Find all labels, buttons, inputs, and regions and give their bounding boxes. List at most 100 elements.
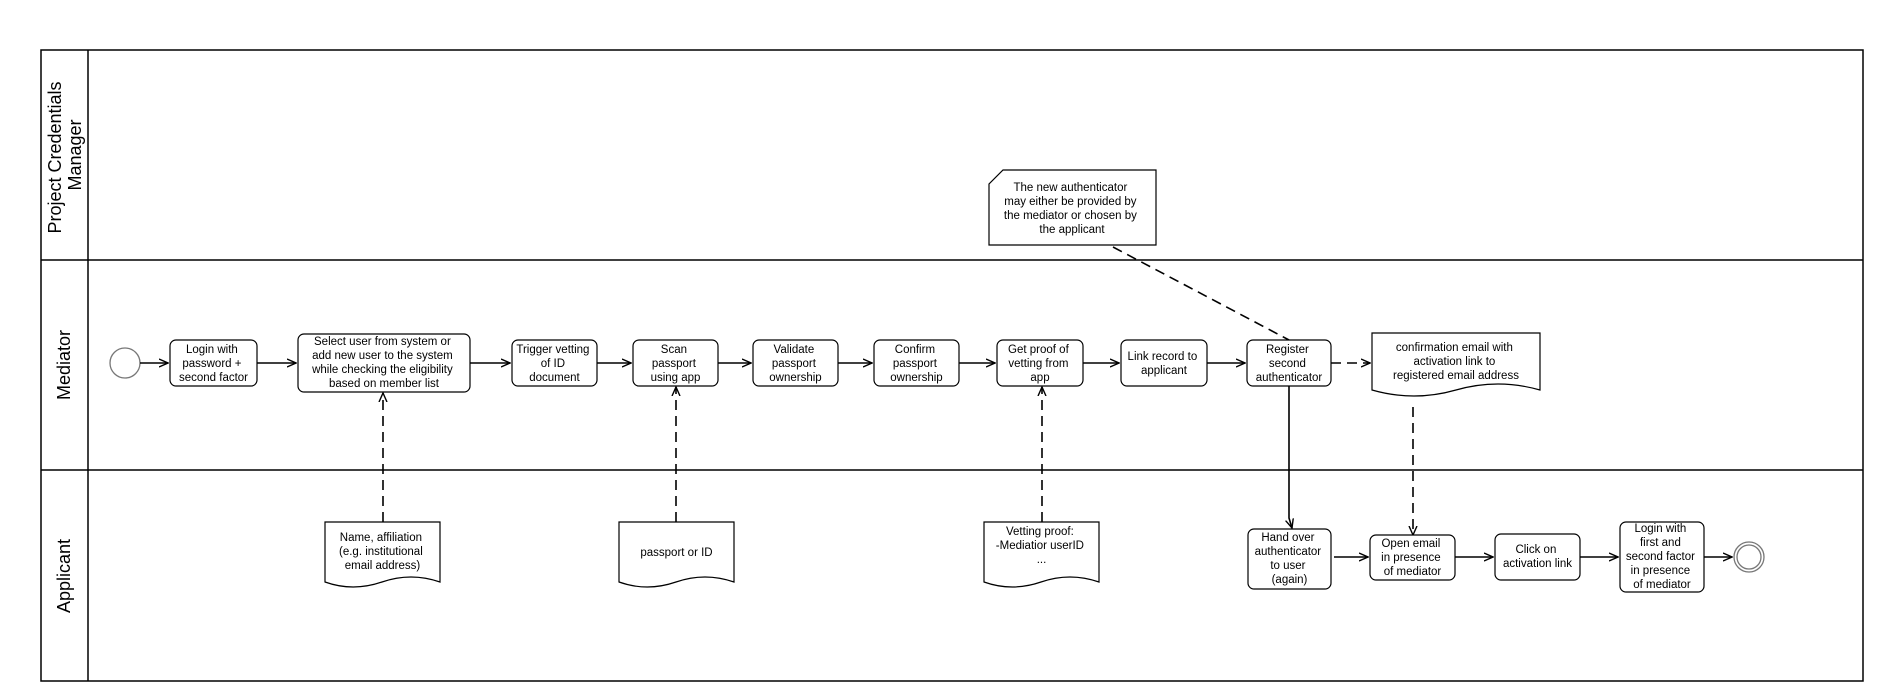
task-click-activation-link: Click on activation link	[1494, 533, 1581, 581]
task-text-line: while checking the eligibility	[311, 364, 453, 376]
svg-text:Click on activation link: Click on activation link	[1503, 544, 1572, 570]
lane-label-line: Mediator	[54, 330, 74, 400]
lane-applicant: Applicant	[54, 539, 74, 613]
task-text-line: (again)	[1272, 574, 1308, 586]
annotation-text-line: may either be provided by	[1004, 196, 1137, 208]
task-text-line: Register	[1266, 344, 1309, 356]
document-text-line: -Mediatior userID	[996, 540, 1084, 552]
task-text-line: Login with	[1635, 523, 1687, 535]
svg-text:Name, affiliation (e.g.: Name, affiliation (e.g. institutional em…	[339, 532, 426, 572]
task-text-line: Trigger vetting	[516, 344, 589, 356]
task-open-email: Open email in presence of mediator	[1369, 534, 1456, 581]
svg-text:Trigger vetting of ID: Trigger vetting of ID document	[516, 344, 592, 384]
annotation-text-line: The new authenticator	[1014, 182, 1128, 194]
svg-text:Select user from system or: Select user from system or add new user …	[311, 336, 456, 390]
task-text-line: Hand over	[1261, 532, 1314, 544]
lane-label-line: Project Credentials	[45, 81, 65, 233]
task-text-line: Link record to	[1128, 351, 1198, 363]
task-text-line: password +	[182, 358, 241, 370]
task-text-line: applicant	[1141, 365, 1188, 377]
task-text-line: second factor	[179, 372, 248, 384]
document-text-line: passport or ID	[640, 547, 712, 559]
pool	[40, 49, 1864, 682]
task-text-line: Select user from system or	[314, 336, 451, 348]
document-confirmation-email: confirmation email with activation link …	[1371, 332, 1541, 397]
dashed-flows	[383, 246, 1413, 535]
task-confirm-passport: Confirm passport ownership	[873, 339, 960, 387]
document-name-affiliation: Name, affiliation (e.g. institutional em…	[324, 521, 441, 588]
lane-mediator: Mediator	[54, 330, 74, 400]
task-text-line: passport	[772, 358, 817, 370]
document-text-line: registered email address	[1393, 370, 1519, 382]
task-text-line: authenticator	[1256, 372, 1323, 384]
svg-text:Applicant: Applicant	[54, 539, 74, 613]
task-text-line: authenticator	[1255, 546, 1322, 558]
annotation-text-line: the applicant	[1039, 224, 1105, 236]
lane-label-line: Applicant	[54, 539, 74, 613]
task-text-line: based on member list	[329, 378, 440, 390]
task-text-line: Login with	[186, 344, 238, 356]
task-get-proof: Get proof of vetting from app	[996, 339, 1084, 387]
task-text-line: first and	[1640, 537, 1681, 549]
task-trigger-vetting: Trigger vetting of ID document	[511, 339, 598, 387]
task-text-line: ownership	[769, 372, 821, 384]
task-scan-passport: Scan passport using app	[632, 339, 719, 387]
task-hand-over-authenticator: Hand over authenticator to user (again)	[1247, 528, 1332, 590]
svg-text:Vetting proof: -Mediatio: Vetting proof: -Mediatior userID ...	[996, 526, 1087, 566]
task-text-line: Validate	[774, 344, 815, 356]
svg-text:passport or ID: passport or ID	[640, 547, 712, 559]
document-text-line: ...	[1037, 554, 1047, 566]
svg-text:Get proof of vetting fro: Get proof of vetting from app	[1008, 344, 1072, 384]
task-text-line: second factor	[1626, 551, 1695, 563]
task-text-line: second	[1269, 358, 1306, 370]
document-passport-or-id: passport or ID	[618, 521, 735, 588]
svg-text:Hand over authenticator: Hand over authenticator to user (again)	[1255, 532, 1325, 586]
task-text-line: add new user to the system	[312, 350, 453, 362]
task-text-line: Get proof of	[1008, 344, 1070, 356]
task-text-line: in presence	[1631, 565, 1690, 577]
svg-text:The new authenticator ma: The new authenticator may either be prov…	[1004, 182, 1140, 236]
task-text-line: Scan	[661, 344, 687, 356]
document-text-line: email address)	[345, 560, 421, 572]
task-register-authenticator: Register second authenticator	[1246, 339, 1332, 387]
task-text-line: activation link	[1503, 558, 1572, 570]
task-text-line: vetting from	[1008, 358, 1068, 370]
task-validate-passport: Validate passport ownership	[752, 339, 839, 387]
sequence-flows	[140, 363, 1732, 557]
svg-text:Confirm passport o: Confirm passport ownership	[890, 344, 942, 384]
document-text-line: (e.g. institutional	[339, 546, 423, 558]
task-text-line: passport	[893, 358, 938, 370]
task-text-line: in presence	[1381, 552, 1440, 564]
document-vetting-proof: Vetting proof: -Mediatior userID ...	[983, 521, 1100, 588]
start-event	[109, 347, 141, 379]
task-text-line: of mediator	[1384, 566, 1442, 578]
task-login: Login with password + second factor	[169, 339, 258, 387]
svg-text:Scan passport usin: Scan passport using app	[651, 344, 701, 384]
task-link-record: Link record to applicant	[1120, 339, 1208, 387]
svg-text:Register second au: Register second authenticator	[1256, 344, 1323, 384]
task-select-user: Select user from system or add new user …	[297, 333, 471, 393]
task-text-line: app	[1030, 372, 1049, 384]
svg-text:Project Credentials Mana: Project Credentials Manager	[45, 76, 85, 233]
lane-label-line: Manager	[65, 119, 85, 190]
task-login-final: Login with first and second factor in pr…	[1619, 521, 1705, 593]
document-text-line: confirmation email with	[1396, 342, 1513, 354]
svg-text:confirmation email with: confirmation email with activation link …	[1393, 342, 1519, 382]
document-text-line: Vetting proof:	[1006, 526, 1074, 538]
svg-text:Link record to applicant: Link record to applicant	[1128, 351, 1201, 377]
annotation-new-authenticator: The new authenticator may either be prov…	[988, 169, 1157, 246]
task-text-line: of ID	[541, 358, 565, 370]
svg-text:Login with password +: Login with password + second factor	[179, 344, 248, 384]
svg-text:Validate passport: Validate passport ownership	[769, 344, 821, 384]
task-text-line: using app	[651, 372, 701, 384]
task-text-line: Confirm	[895, 344, 935, 356]
svg-text:Open email in presence: Open email in presence of mediator	[1381, 538, 1444, 578]
svg-text:Login with first and: Login with first and second factor in pr…	[1626, 523, 1698, 591]
annotation-text-line: the mediator or chosen by	[1004, 210, 1137, 222]
task-text-line: to user	[1270, 560, 1305, 572]
end-event	[1733, 541, 1765, 573]
task-text-line: passport	[652, 358, 697, 370]
lane-project-credentials-manager: Project Credentials Manager	[45, 76, 85, 233]
task-text-line: Click on	[1515, 544, 1556, 556]
